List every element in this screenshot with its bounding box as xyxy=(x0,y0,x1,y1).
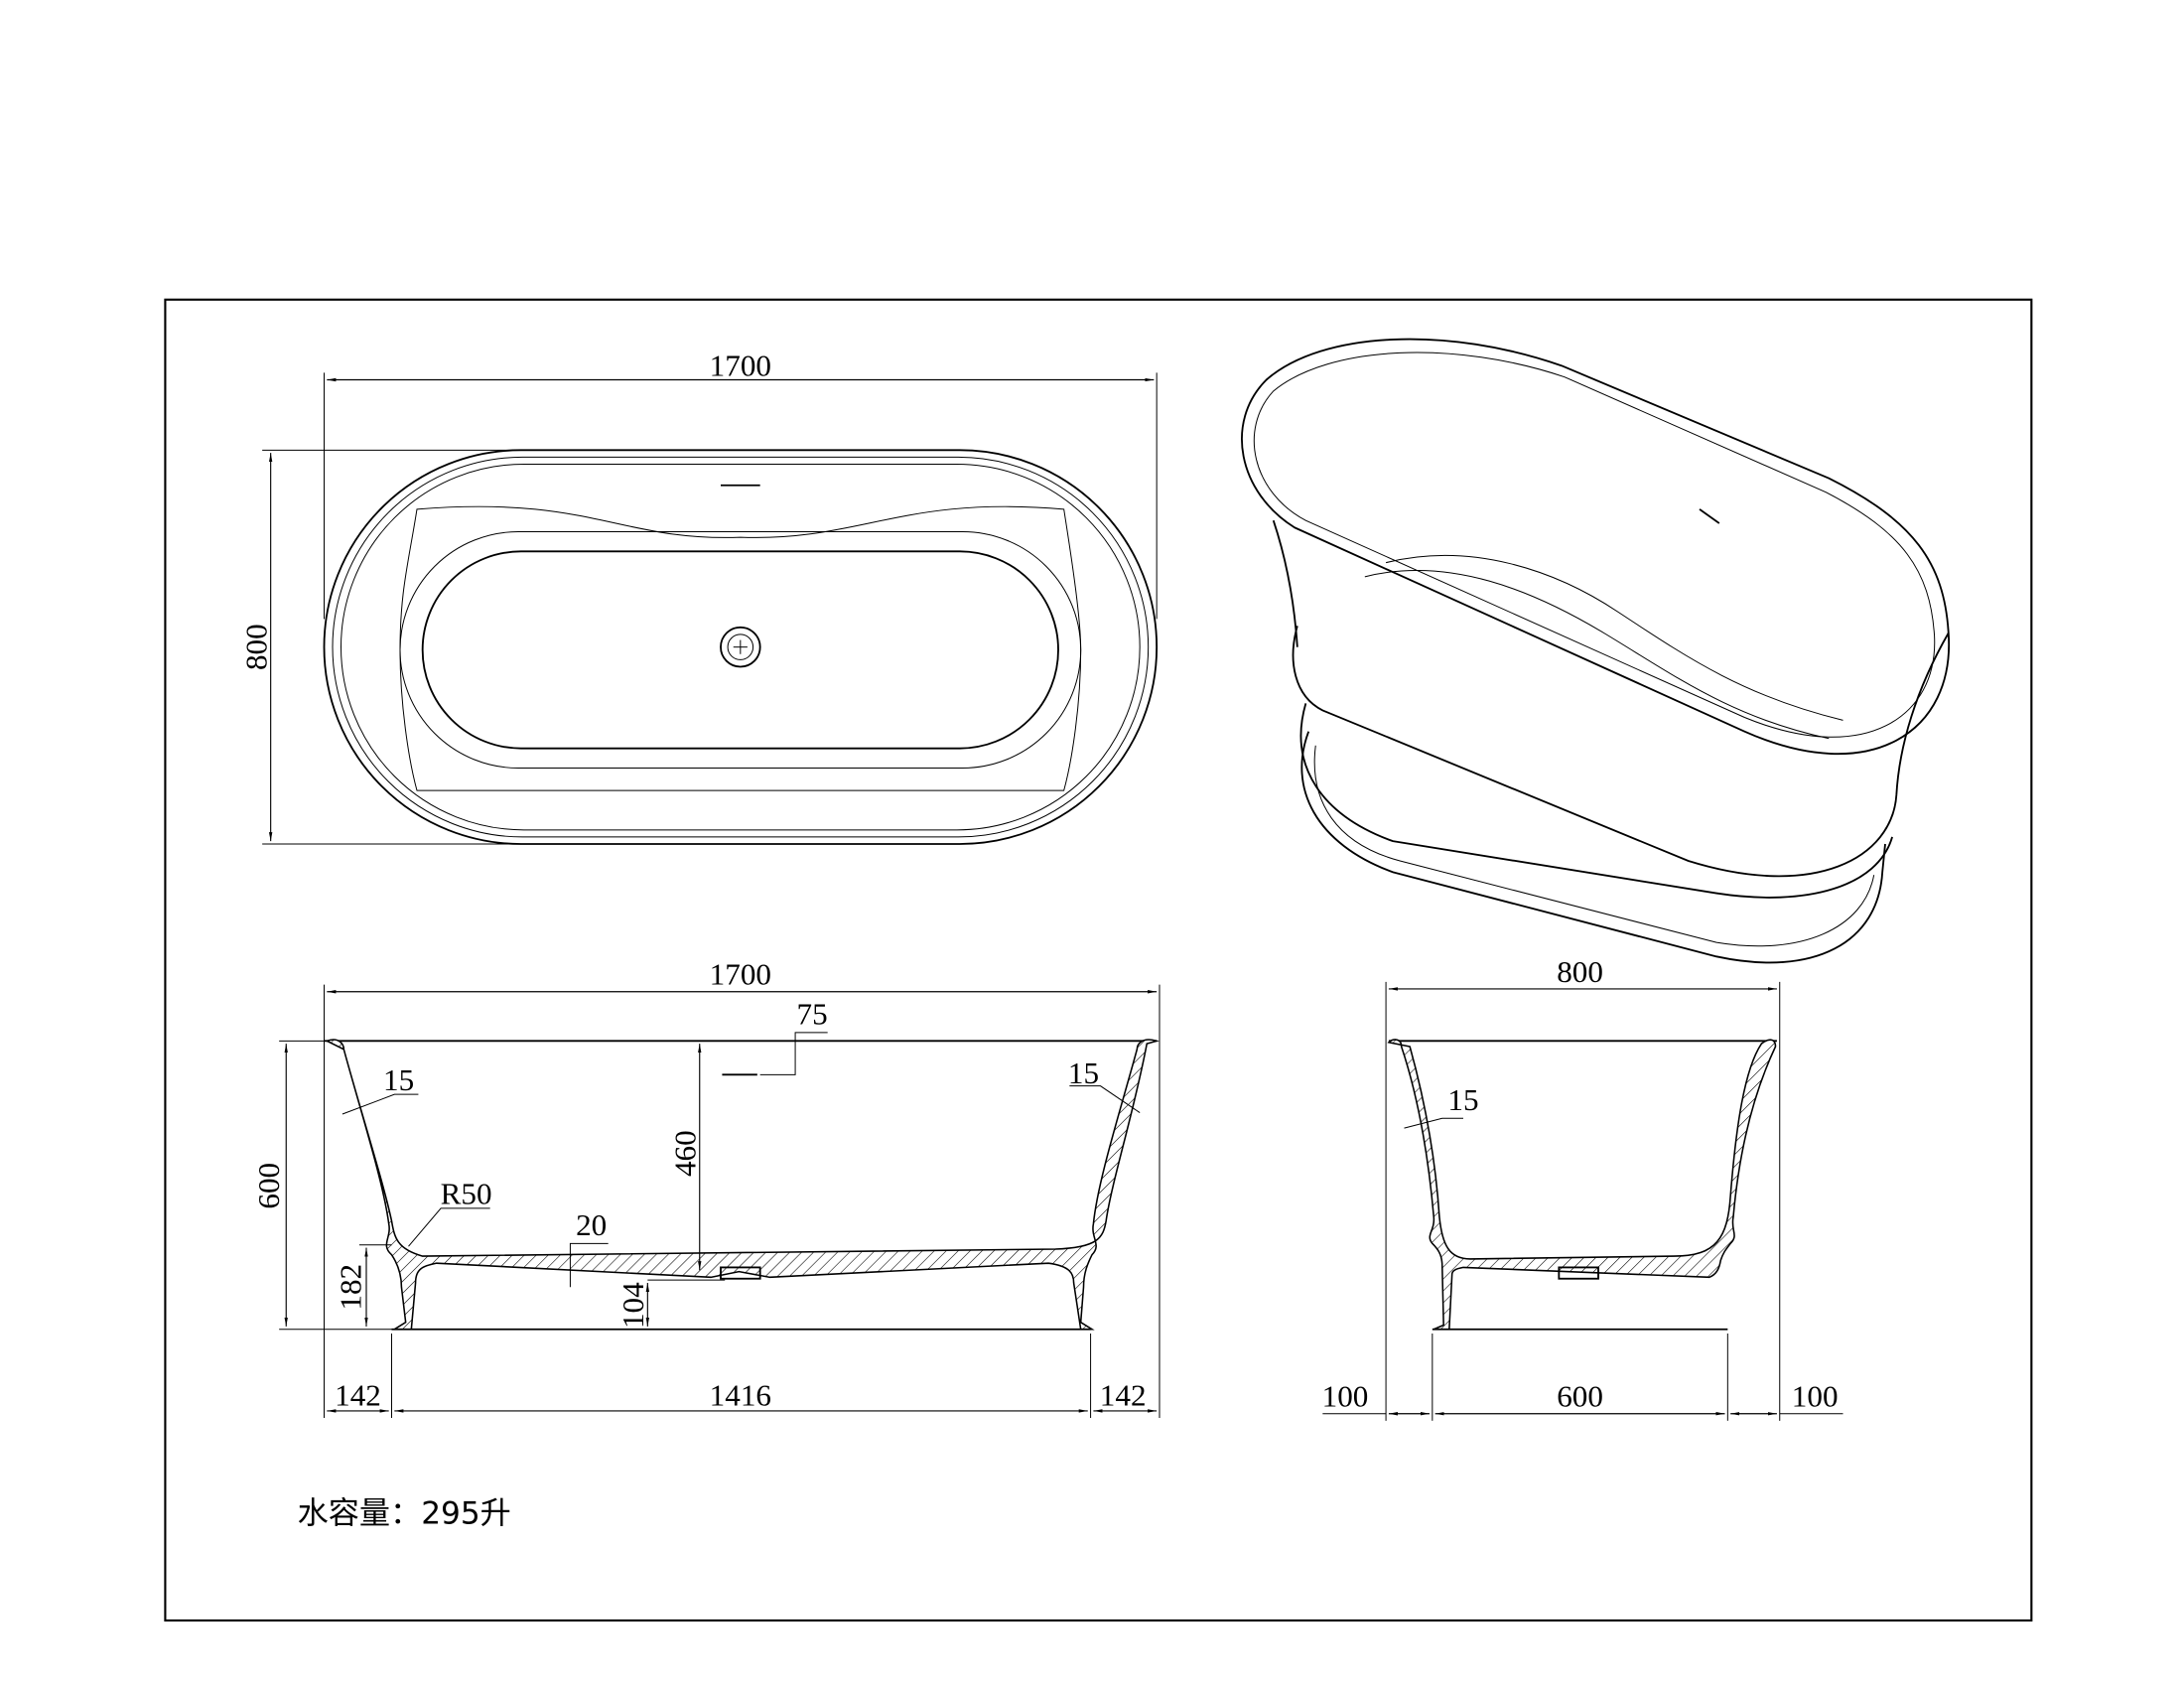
end-width-label: 800 xyxy=(1557,954,1603,989)
overflow-offset-label: 75 xyxy=(797,996,828,1031)
plinth-height-label: 182 xyxy=(333,1264,367,1311)
floor-thickness-label: 20 xyxy=(576,1207,607,1242)
drain-icon xyxy=(720,626,761,668)
top-length-label: 1700 xyxy=(710,348,771,382)
end-left-offset-label: 100 xyxy=(1322,1379,1369,1414)
top-view: 1700 800 xyxy=(238,348,1159,845)
top-width-label: 800 xyxy=(238,624,273,670)
depth-label: 460 xyxy=(668,1130,703,1177)
end-section-view: 800 15 100 600 100 xyxy=(1322,954,1843,1421)
drain-clearance-label: 104 xyxy=(615,1282,650,1329)
end-right-offset-label: 100 xyxy=(1792,1379,1839,1414)
capacity-note: 水容量：295升 xyxy=(298,1495,511,1531)
isometric-view xyxy=(1241,338,1951,964)
right-wall-label: 15 xyxy=(1068,1055,1099,1090)
side-height-label: 600 xyxy=(251,1163,286,1209)
end-base-width-label: 600 xyxy=(1557,1379,1603,1414)
left-wall-label: 15 xyxy=(383,1062,414,1097)
left-offset-label: 142 xyxy=(335,1377,381,1412)
side-section-view: 1700 600 182 104 460 75 20 R50 15 xyxy=(251,957,1160,1418)
right-offset-label: 142 xyxy=(1100,1377,1147,1412)
side-length-label: 1700 xyxy=(710,957,771,992)
drawing-frame xyxy=(164,298,2033,1622)
end-wall-label: 15 xyxy=(1447,1082,1478,1117)
radius-label: R50 xyxy=(441,1177,492,1211)
base-length-label: 1416 xyxy=(710,1377,771,1412)
